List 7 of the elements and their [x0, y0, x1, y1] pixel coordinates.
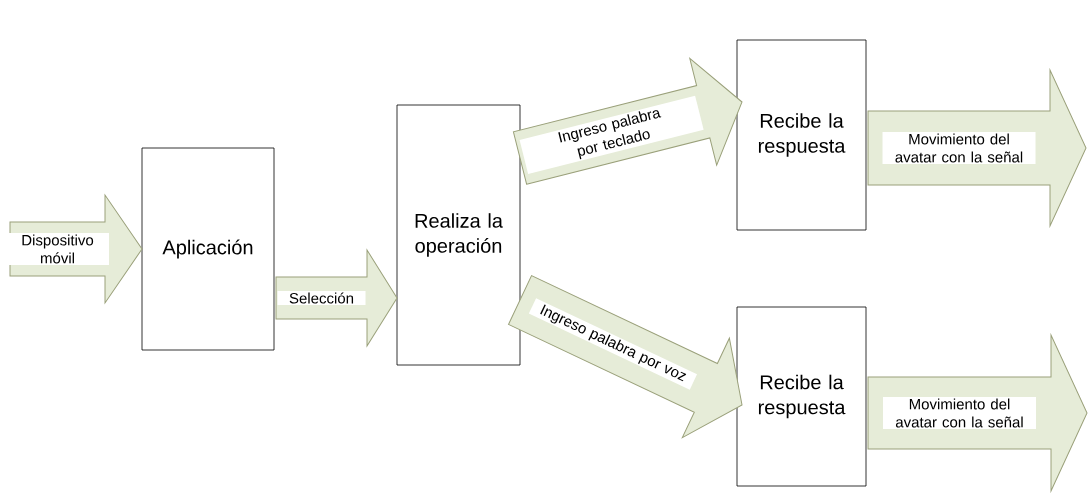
process-box: Recibe la respuesta [736, 306, 867, 487]
edge-label: Movimiento del avatar con la señal [883, 397, 1036, 429]
edge-label: Dispositivo móvil [6, 233, 109, 265]
process-box: Recibe la respuesta [736, 39, 867, 231]
edge-label: Ingreso palabra por teclado [519, 95, 704, 174]
edge-label: Movimiento del avatar con la señal [882, 132, 1036, 164]
process-box: Aplicación [141, 147, 275, 351]
